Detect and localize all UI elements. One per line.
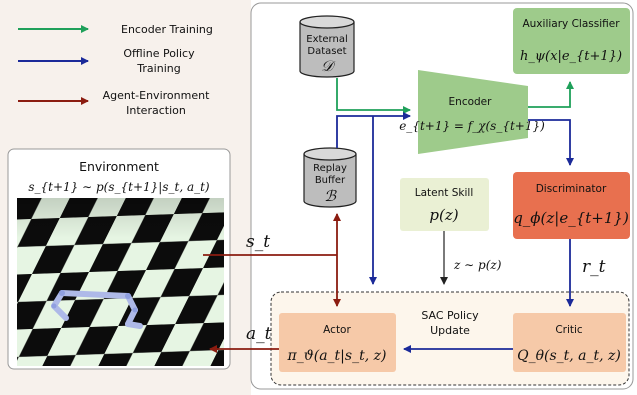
latent-skill: Latent Skill p(z) [400,178,489,231]
actor: Actor π_ϑ(a_t|s_t, z) [279,313,396,372]
auxiliary-classifier: Auxiliary Classifier h_ψ(x|e_{t+1}) [513,8,630,74]
arrow-buffer-to-encoder [336,112,411,148]
environment-title: Environment [79,159,159,174]
arrow-dataset-to-encoder [336,78,411,114]
sac-label-line2: Update [430,324,470,337]
buffer-cylinder-body [303,154,357,208]
sample-label: z ∼ p(z) [453,258,502,272]
encoder: Encoder e_{t+1} = f_χ(s_{t+1}) [399,70,545,154]
environment-panel: Environment s_{t+1} ∼ p(s_{t+1}|s_t, a_t… [7,148,231,370]
buffer-label-line2: Buffer [315,175,346,186]
buffer-label-line1: Replay [313,163,347,174]
robot-back-shin [51,303,69,321]
critic-box [513,313,626,372]
arrow-encoder-to-classifier [528,81,574,108]
discriminator: Discriminator q_ϕ(z|e_{t+1}) [513,172,630,239]
robot-joint [125,293,131,299]
robot-front-foot [125,321,143,329]
replay-buffer: Replay Buffer ℬ [303,147,357,208]
robot-torso [59,290,131,299]
legend-encoder-training: Encoder Training [121,23,213,36]
actor-title: Actor [323,324,351,336]
environment-formula: s_{t+1} ∼ p(s_{t+1}|s_t, a_t) [28,180,210,194]
aux-classifier-formula: h_ψ(x|e_{t+1}) [520,49,622,64]
reward-label: r_t [582,257,606,277]
encoder-formula: e_{t+1} = f_χ(s_{t+1}) [399,119,545,133]
buffer-cylinder-top [303,147,357,161]
buffer-symbol: ℬ [324,187,337,205]
legend: Encoder Training Offline Policy Training… [18,23,213,117]
robot-joint [51,303,57,309]
robot-joints [51,290,138,313]
state-label: s_t [246,232,270,252]
legend-offline-policy-line1: Offline Policy [123,47,195,60]
discriminator-title: Discriminator [536,183,607,195]
legend-agent-env-line2: Interaction [126,104,186,117]
dataset-cylinder-top [299,15,355,29]
aux-classifier-box [513,8,630,74]
latent-skill-formula: p(z) [429,206,458,224]
discriminator-box [513,172,630,239]
encoder-shape [418,70,528,154]
sac-label-line1: SAC Policy [421,309,479,322]
discriminator-formula: q_ϕ(z|e_{t+1}) [513,209,629,227]
critic-title: Critic [555,324,583,336]
robot-joint [59,290,65,296]
dataset-label-line2: Dataset [307,46,346,57]
critic-formula: Q_θ(s_t, a_t, z) [517,348,621,364]
dataset-cylinder-body [299,22,355,78]
latent-skill-title: Latent Skill [415,187,473,199]
floor-haze [17,198,224,238]
external-dataset: External Dataset 𝒟 [299,15,355,78]
encoder-title: Encoder [449,96,493,108]
actor-formula: π_ϑ(a_t|s_t, z) [287,348,387,364]
critic: Critic Q_θ(s_t, a_t, z) [513,313,626,372]
actor-box [279,313,396,372]
arrow-encoder-to-discriminator [528,119,574,166]
dataset-symbol: 𝒟 [321,57,336,75]
environment-render [17,198,224,366]
robot-joint [132,307,138,313]
legend-offline-policy-line2: Training [136,62,180,75]
dataset-label-line1: External [306,34,348,45]
latent-skill-box [400,178,489,231]
action-label: a_t [246,324,272,344]
legend-agent-env-line1: Agent-Environment [103,89,210,102]
aux-classifier-title: Auxiliary Classifier [522,18,620,30]
